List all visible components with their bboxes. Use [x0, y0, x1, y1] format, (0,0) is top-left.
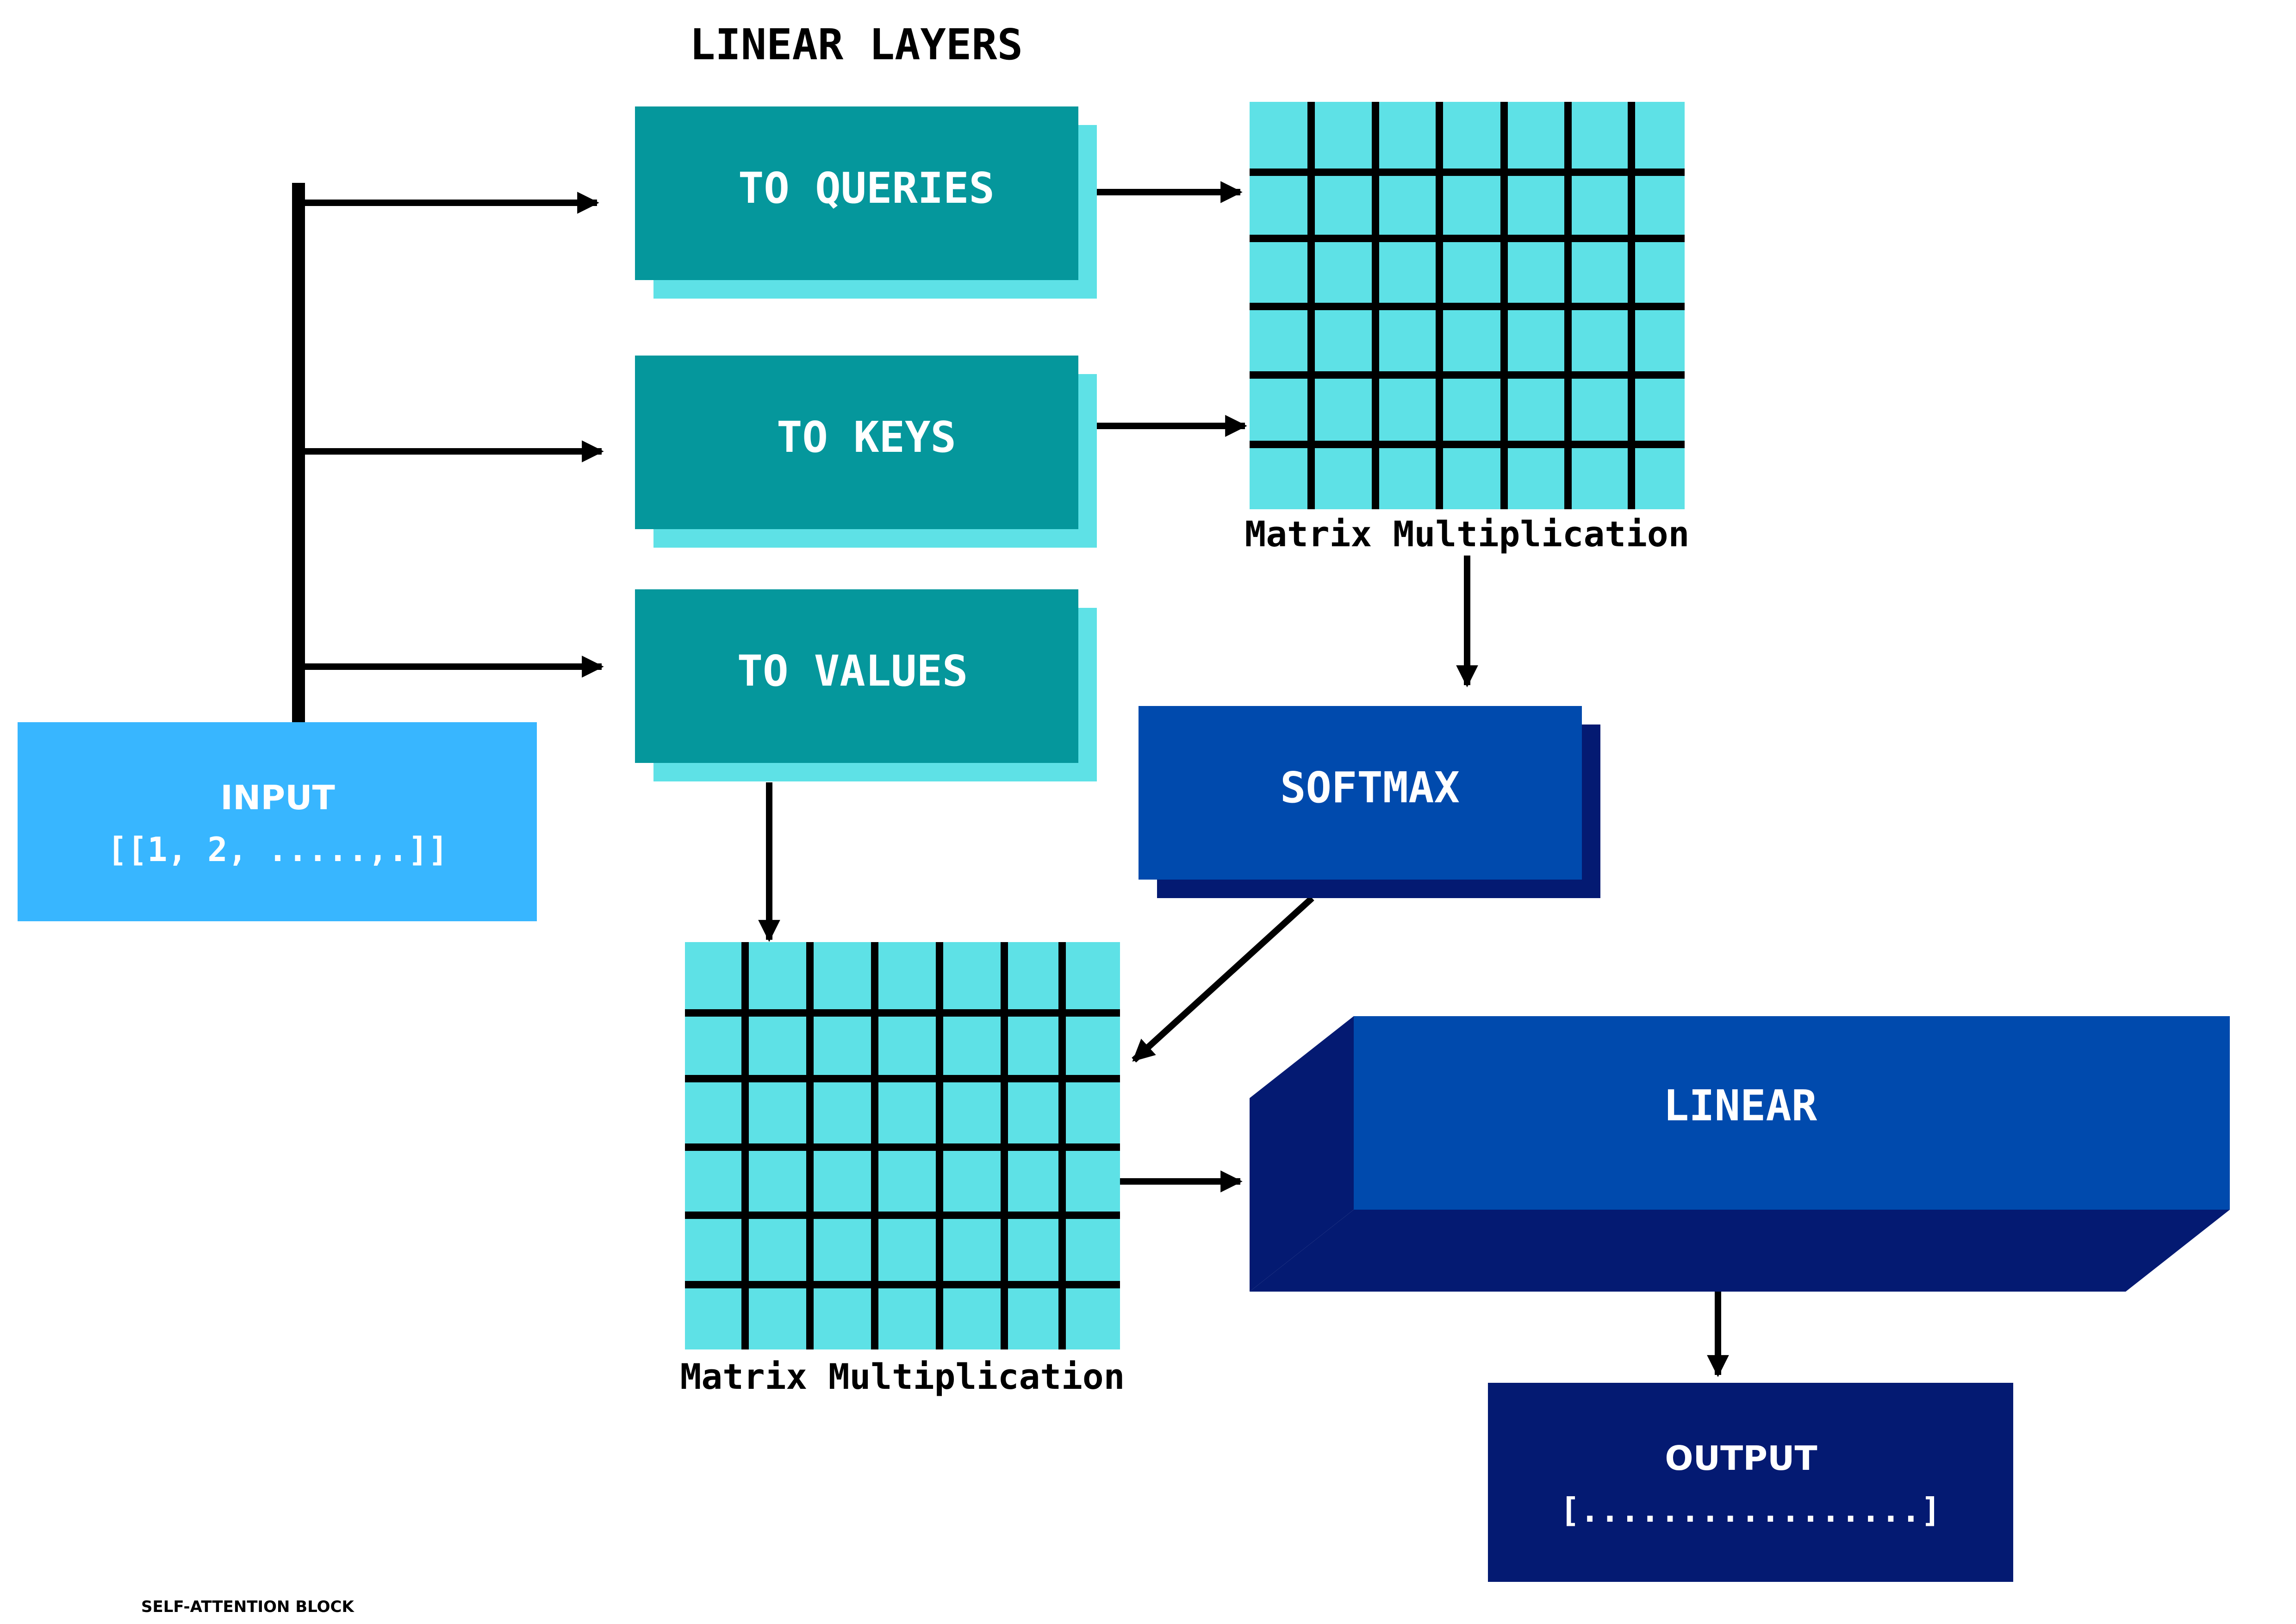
output-label: OUTPUT [1665, 1439, 1817, 1478]
diagram-title: LINEAR LAYERS [690, 20, 1023, 69]
input-node: INPUT [[1, 2, .....,.]] [18, 722, 537, 921]
to-queries-node: TO QUERIES [635, 106, 1097, 299]
output-value: [.................] [1560, 1491, 1941, 1530]
softmax-label: SOFTMAX [1280, 763, 1460, 812]
output-node: OUTPUT [.................] [1488, 1383, 2013, 1582]
matrix-bottom-label: Matrix Multiplication [680, 1356, 1125, 1397]
connectors [758, 181, 1729, 1377]
to-keys-node: TO KEYS [635, 356, 1097, 548]
matrix-grid-top: Matrix Multiplication [1245, 102, 1690, 555]
softmax-node: SOFTMAX [1139, 706, 1600, 898]
linear-node: LINEAR [1250, 1016, 2230, 1292]
matrix-top-label: Matrix Multiplication [1245, 513, 1690, 555]
input-bus [292, 183, 604, 722]
input-value: [[1, 2, .....,.]] [107, 830, 448, 869]
to-values-node: TO VALUES [635, 589, 1097, 781]
input-label: INPUT [220, 778, 335, 817]
to-queries-label: TO QUERIES [738, 163, 995, 213]
linear-label: LINEAR [1663, 1081, 1817, 1131]
footer-caption: SELF-ATTENTION BLOCK [141, 1598, 355, 1616]
matrix-grid-bottom: Matrix Multiplication [680, 942, 1125, 1397]
to-values-label: TO VALUES [737, 646, 968, 696]
to-keys-label: TO KEYS [777, 412, 956, 462]
